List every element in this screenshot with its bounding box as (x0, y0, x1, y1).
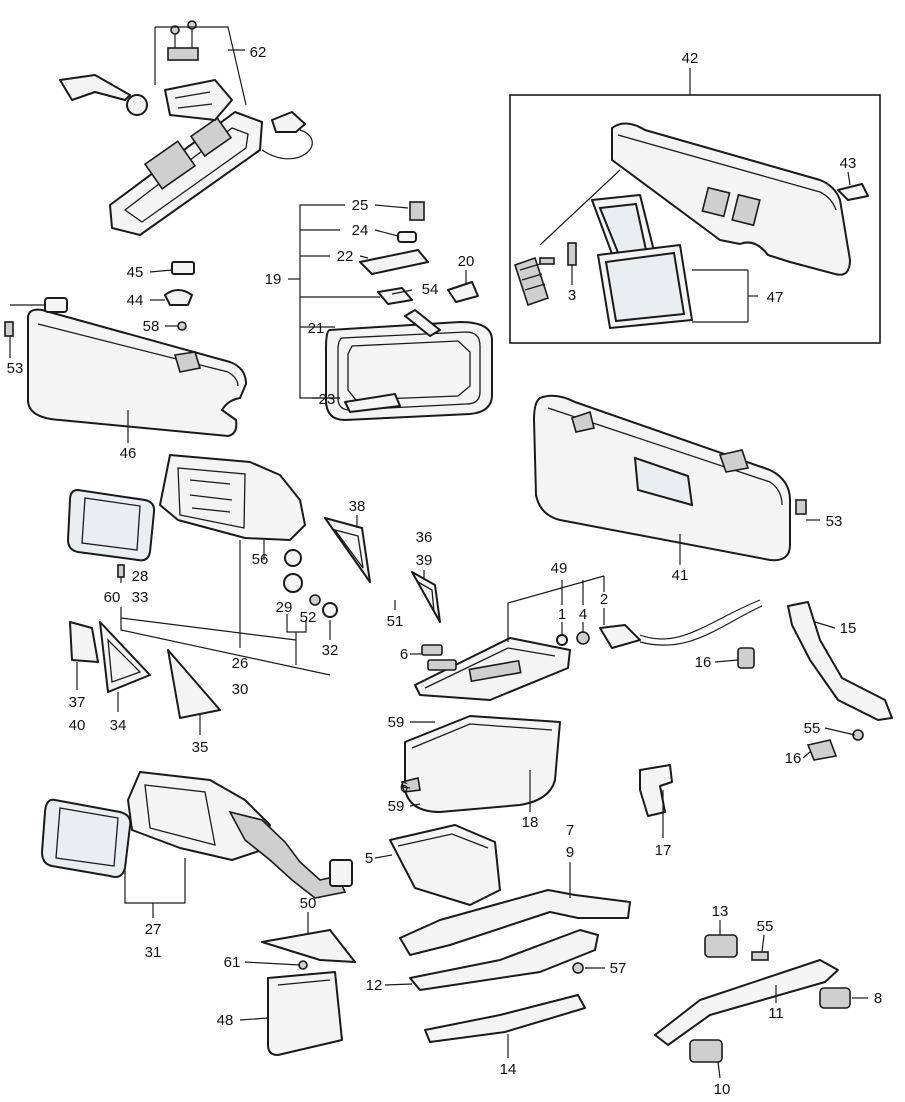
callout-34: 34 (110, 717, 127, 734)
center-console-brackets (389, 824, 631, 1043)
leader-lines (9, 26, 868, 1079)
callout-45: 45 (127, 264, 144, 281)
callout-62: 62 (250, 44, 267, 61)
callout-53-right: 53 (826, 513, 843, 530)
callout-3: 3 (568, 287, 576, 304)
callout-46: 46 (120, 445, 137, 462)
callout-18: 18 (522, 814, 539, 831)
grab-handle (654, 934, 851, 1063)
callout-61: 61 (224, 954, 241, 971)
callout-42: 42 (682, 50, 699, 67)
callout-21: 21 (308, 320, 325, 337)
accessory-box (261, 929, 356, 1056)
callout-19: 19 (265, 271, 282, 288)
callout-26: 26 (232, 655, 249, 672)
callout-53-left: 53 (7, 360, 24, 377)
callout-11: 11 (768, 1005, 784, 1022)
callout-36: 36 (416, 529, 433, 546)
callout-54: 54 (422, 281, 439, 298)
callout-37: 37 (69, 694, 86, 711)
callout-47: 47 (767, 289, 784, 306)
callout-49: 49 (551, 560, 568, 577)
callout-52: 52 (300, 609, 317, 626)
bracket-15-16-17 (639, 601, 893, 817)
callout-5: 5 (365, 850, 373, 867)
callout-60: 60 (104, 589, 121, 606)
callout-20: 20 (458, 253, 475, 270)
callout-2: 2 (600, 591, 608, 608)
callout-13: 13 (712, 903, 729, 920)
callout-55-lower: 55 (757, 918, 774, 935)
callout-4: 4 (579, 606, 587, 623)
callout-6-upper: 6 (400, 646, 408, 663)
callout-58: 58 (143, 318, 160, 335)
callout-59-upper: 59 (388, 714, 405, 731)
callout-55-upper: 55 (804, 720, 821, 737)
callout-25: 25 (352, 197, 369, 214)
callout-24: 24 (352, 222, 369, 239)
callout-16-lower: 16 (785, 750, 802, 767)
callout-29: 29 (276, 599, 293, 616)
callout-22: 22 (337, 248, 354, 265)
callout-59-lower: 59 (388, 798, 405, 815)
right-sun-visor (533, 394, 807, 562)
callout-31: 31 (145, 944, 162, 961)
callout-30: 30 (232, 681, 249, 698)
callout-23: 23 (319, 391, 336, 408)
callout-51: 51 (387, 613, 404, 630)
sun-visor-vanity-group (509, 94, 881, 344)
callout-1: 1 (558, 606, 566, 623)
callout-48: 48 (217, 1012, 234, 1029)
callout-32: 32 (322, 642, 339, 659)
left-sun-visor (4, 261, 247, 437)
callout-40: 40 (69, 717, 86, 734)
callout-7: 7 (566, 822, 574, 839)
callout-10: 10 (714, 1081, 731, 1098)
callout-14: 14 (500, 1061, 517, 1078)
callout-12: 12 (366, 977, 383, 994)
callout-33: 33 (132, 589, 149, 606)
ashtray-assembly (401, 599, 763, 813)
lower-door-mirror (40, 771, 353, 899)
callout-38: 38 (349, 498, 366, 515)
callout-17: 17 (655, 842, 672, 859)
callout-16-upper: 16 (695, 654, 712, 671)
callout-27: 27 (145, 921, 162, 938)
callout-labels: 62 42 43 47 3 25 24 22 19 20 54 21 23 45… (7, 44, 883, 1098)
callout-39: 39 (416, 552, 433, 569)
callout-9: 9 (566, 844, 574, 861)
callout-8: 8 (874, 990, 882, 1007)
callout-56: 56 (252, 551, 269, 568)
callout-28: 28 (132, 568, 149, 585)
upper-door-mirror (66, 454, 338, 618)
callout-57: 57 (610, 960, 627, 977)
callout-6-lower: 6 (400, 779, 408, 796)
callout-35: 35 (192, 739, 209, 756)
callout-43: 43 (840, 155, 857, 172)
callout-15: 15 (840, 620, 857, 637)
callout-44: 44 (127, 292, 144, 309)
callout-50: 50 (300, 895, 317, 912)
callout-41: 41 (672, 567, 689, 584)
overhead-console (59, 20, 313, 236)
